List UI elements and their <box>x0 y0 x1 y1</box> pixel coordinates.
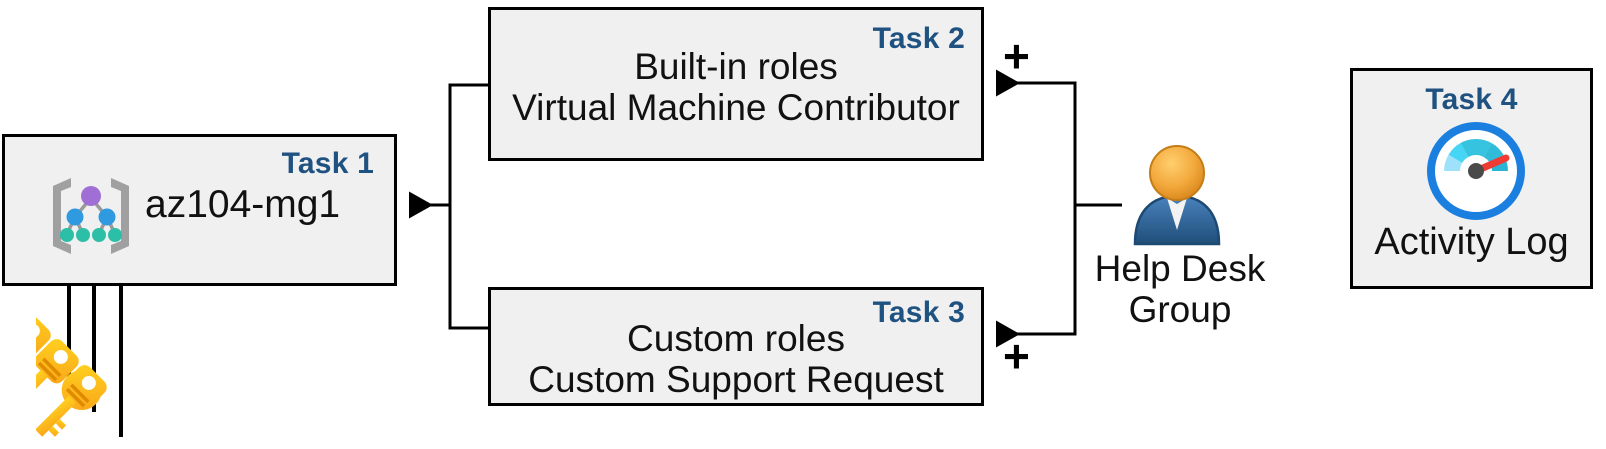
task-3-badge: Task 3 <box>872 296 965 329</box>
task-3-line-2: Custom Support Request <box>528 359 944 401</box>
task-2-box[interactable]: Task 2 Built-in roles Virtual Machine Co… <box>488 7 984 161</box>
task-4-box[interactable]: Task 4 Activity Log <box>1350 68 1593 289</box>
task-2-line-1: Built-in roles <box>634 46 838 87</box>
task-1-box[interactable]: Task 1 az104-mg1 <box>2 134 397 286</box>
task-3-line-1: Custom roles <box>627 318 845 359</box>
gauge-icon <box>1427 122 1525 220</box>
management-group-icon <box>53 178 129 254</box>
task-1-badge: Task 1 <box>281 147 374 180</box>
task-3-text: Custom roles Custom Support Request <box>491 318 981 401</box>
task-4-badge: Task 4 <box>1425 83 1518 116</box>
task-1-label: az104-mg1 <box>145 183 341 226</box>
keys-icon <box>36 313 107 437</box>
task-3-box[interactable]: Task 3 Custom roles Custom Support Reque… <box>488 287 984 406</box>
user-group-icon <box>1133 145 1221 246</box>
task-2-line-2: Virtual Machine Contributor <box>512 87 960 129</box>
task-2-text: Built-in roles Virtual Machine Contribut… <box>491 46 981 129</box>
task-4-label: Activity Log <box>1374 221 1569 263</box>
task-2-badge: Task 2 <box>872 22 965 55</box>
plus-icon-top: + <box>1003 30 1030 82</box>
plus-icon-bottom: + <box>1003 330 1030 382</box>
help-desk-group-label: Help Desk Group <box>1094 248 1266 331</box>
